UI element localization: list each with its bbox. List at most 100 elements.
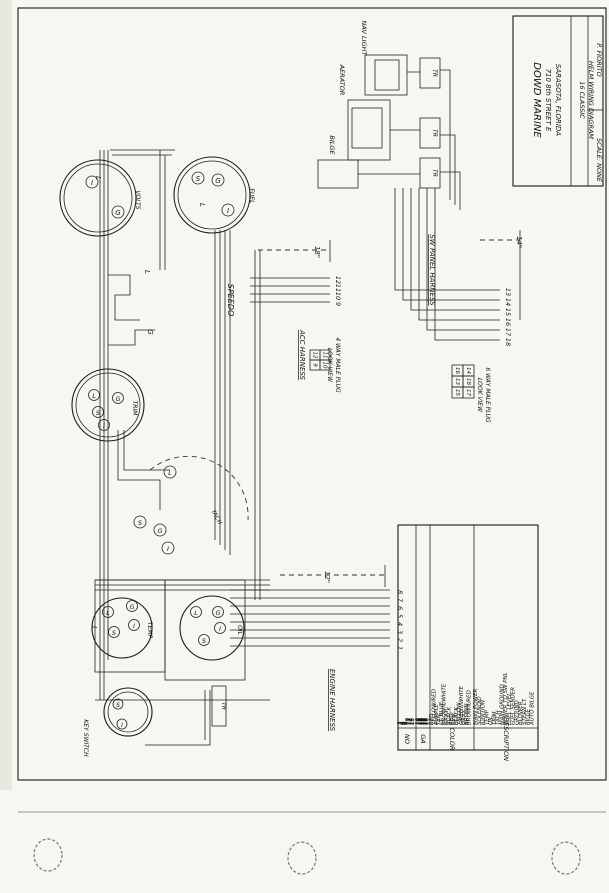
trim-pin: G — [115, 395, 120, 403]
temp-pin: S — [112, 629, 116, 637]
wire-table-cell: BILGE — [526, 708, 532, 725]
oil-pin: I — [219, 625, 221, 633]
company-address: 710 8th STREET E — [544, 69, 552, 132]
oil-label: OIL — [236, 625, 243, 635]
tr-relay — [419, 157, 441, 189]
wire-table-cell: BROWN/WHITE — [442, 683, 448, 725]
company-name: DOWD MARINE — [531, 62, 542, 138]
wire-table-cell: 16 — [416, 718, 422, 725]
wire-table-cell: BLACK — [447, 707, 453, 725]
wire-table-cell: BROWN — [464, 704, 470, 725]
wire-table-header: DESCRIPTION — [502, 717, 510, 761]
key-label: KEY SWITCH — [82, 719, 89, 757]
wire-table-cell: 16 — [418, 718, 424, 725]
sw-plug-cell-label: 18 — [465, 378, 471, 385]
sw-panel-harness-label: SW PANEL HARNESS — [428, 234, 436, 306]
acc-plug-cell-label: 11 — [322, 352, 328, 359]
wire-label-l: L — [198, 203, 206, 207]
wire-table-cell: OIL — [488, 716, 494, 725]
oil-pin: G — [215, 609, 220, 617]
wire-label-l: L — [90, 626, 98, 630]
wire-table-header: GA — [419, 734, 427, 743]
acc-harness-label: ACC HARNESS — [298, 329, 306, 381]
wire-table-cell: 16 — [419, 718, 425, 725]
sw-plug-cell-label: 15 — [454, 389, 460, 396]
fuel-pin: G — [215, 177, 221, 185]
tr-block-engine: TR — [211, 685, 227, 727]
wire-table-cell: 7 — [402, 721, 408, 725]
trim-pin: I — [103, 422, 105, 430]
wire-table-cell: RED — [429, 713, 435, 725]
wire-table-cell: YELLOW/RED — [432, 689, 438, 725]
acc-plug-desc: 4 WAY MALE PLUG — [334, 337, 341, 393]
acc-terminal-number: 12 — [334, 276, 342, 284]
wire-table-cell: RED — [449, 713, 455, 725]
switch-panel: BILGE AERATOR NAV LIGHT TR TR TR — [317, 21, 461, 230]
sw-plug-cell-label: 17 — [465, 389, 471, 396]
wire-table-cell: POWER TO SW PNL — [503, 672, 509, 725]
wire-table-cell: 15 — [409, 718, 415, 725]
trim-pin: S — [96, 409, 100, 417]
wire-table-cell: 16 — [424, 718, 430, 725]
wire-table-cell: 2 — [398, 721, 404, 725]
trim-label: TRIM — [131, 401, 138, 417]
tr-relay — [419, 117, 441, 149]
model-name: 16 CLASSIC — [578, 81, 586, 119]
acc-plug-cell-label: 9 — [312, 363, 318, 367]
key-pin: I — [121, 722, 123, 729]
volts-gauge: I G VOLTS — [59, 159, 141, 237]
sw-terminal-number: 14 — [504, 298, 512, 306]
scan-edge — [0, 0, 12, 790]
tr-label: TR — [220, 702, 227, 710]
wire-table-cell: AUTO BILGE — [529, 691, 535, 726]
acc-plug-cell-label: 10 — [322, 362, 328, 369]
temp-pin: L — [106, 609, 110, 617]
binder-holes — [33, 838, 581, 875]
wire-table-cell: BLACK — [454, 707, 460, 725]
binder-hole — [551, 841, 581, 875]
sw-terminal-number: 17 — [504, 328, 512, 337]
sw-plug-view: LOOK VIEW — [476, 378, 483, 413]
wire-table-cell: 4 — [400, 721, 406, 725]
bilge-label: BILGE — [328, 135, 336, 155]
wire-table-cell: 11 — [406, 718, 412, 725]
sw-plug-desc: 6 WAY MALE PLUG — [484, 367, 491, 423]
wire-table-cell: GRAY — [462, 709, 468, 725]
wire-table-cell: SOLENOID — [477, 696, 483, 725]
engine-harness-label: ENGINE HARNESS — [328, 669, 336, 732]
drawing-title: HELM WIRING DIAGRAM — [587, 61, 595, 139]
tach-pin: G — [157, 527, 162, 535]
acc-plug-view: LOOK VIEW — [326, 348, 333, 383]
wire-table-cell: TACH — [496, 710, 502, 725]
wire-table-frame — [397, 524, 539, 751]
tach-pin: I — [167, 545, 169, 553]
acc-plug-cell — [319, 359, 331, 371]
oil-pin: S — [202, 637, 206, 645]
wire-table-cell: STERN LT. — [522, 698, 528, 725]
wire-table-cell: FUEL SENDER — [511, 687, 517, 725]
fuel-pin: S — [196, 175, 201, 183]
sw-terminal-number: 16 — [504, 318, 512, 326]
wire-table-cell: IGNITION — [481, 700, 487, 725]
volts-pin: I — [91, 179, 93, 187]
tr-relay — [419, 57, 441, 89]
engine-terminal-number: 3 — [396, 630, 404, 634]
wire-table-cell: FUEL LEVEL — [507, 693, 513, 725]
wire-table-cell: 10 — [405, 718, 411, 725]
wire-table-cell: 16 — [423, 718, 429, 725]
nav-light-switch — [364, 54, 408, 96]
wire-table-cell: 5 — [401, 721, 407, 725]
wire-table-header: COLOR — [448, 728, 456, 751]
dimension-lines — [258, 230, 521, 587]
wire-table-cell: PURPLE — [434, 703, 440, 725]
temp-pin: I — [133, 622, 135, 630]
sw-terminal-number: 15 — [504, 308, 512, 316]
temp-label: TEMP — [146, 622, 153, 639]
wire-table-cell: TAN — [437, 714, 443, 725]
wire-table-header: NO — [403, 734, 411, 744]
